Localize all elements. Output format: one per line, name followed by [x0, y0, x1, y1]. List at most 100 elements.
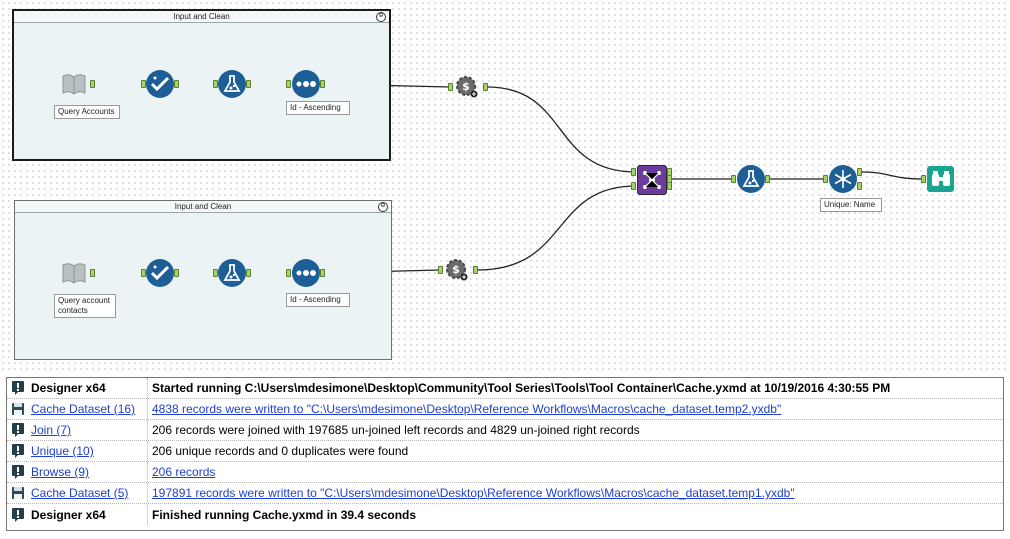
tool-annotation: Query Accounts: [54, 105, 120, 119]
output-anchor[interactable]: [90, 269, 95, 277]
input-anchor[interactable]: [286, 269, 291, 277]
input-anchor[interactable]: [823, 175, 828, 183]
log-message: Finished running Cache.yxmd in 39.4 seco…: [152, 507, 417, 522]
sort-tool[interactable]: [292, 259, 320, 287]
log-tool-name[interactable]: Unique (10): [29, 441, 148, 461]
log-tool-label: Designer x64: [31, 381, 106, 395]
input-anchor[interactable]: [921, 175, 926, 183]
log-tool-label[interactable]: Browse (9): [31, 465, 90, 479]
log-message: 206 records were joined with 197685 un-j…: [152, 423, 640, 437]
input-data-tool[interactable]: [60, 70, 88, 98]
input-anchor[interactable]: [448, 83, 453, 91]
output-anchor[interactable]: [90, 80, 95, 88]
unique-tool[interactable]: [829, 165, 857, 193]
log-tool-name: Designer x64: [29, 504, 148, 525]
join-input-right-anchor[interactable]: [631, 182, 636, 190]
workflow-canvas[interactable]: Input and Clean ⊖ Input and Clean ⊖ Quer…: [0, 0, 1010, 370]
save-icon: [7, 399, 29, 419]
log-tool-label: Designer x64: [31, 507, 106, 522]
log-message: 206 unique records and 0 duplicates were…: [152, 444, 409, 458]
tool-annotation: Unique: Name: [820, 198, 882, 212]
log-tool-name[interactable]: Cache Dataset (16): [29, 399, 148, 419]
wire: [861, 171, 924, 180]
container-title: Input and Clean: [173, 12, 230, 21]
output-anchor[interactable]: [765, 175, 770, 183]
output-anchor[interactable]: [246, 80, 251, 88]
snowflake-icon: [834, 170, 852, 188]
log-tool-label[interactable]: Unique (10): [31, 444, 94, 458]
log-tool-name[interactable]: Join (7): [29, 420, 148, 440]
sort-tool[interactable]: [292, 70, 320, 98]
warning-icon: [7, 420, 29, 440]
tool-annotation: Id - Ascending: [286, 101, 350, 115]
duplicate-output-anchor[interactable]: [857, 182, 862, 190]
cache-dataset-tool[interactable]: $: [445, 258, 469, 282]
flask-icon: [223, 75, 241, 92]
binoculars-icon: [931, 171, 950, 186]
cache-dataset-tool[interactable]: $: [455, 75, 479, 99]
join-input-left-anchor[interactable]: [631, 168, 636, 176]
wire: [476, 185, 637, 271]
log-message[interactable]: 4838 records were written to "C:\Users\m…: [152, 402, 782, 416]
output-anchor[interactable]: [320, 80, 325, 88]
select-tool[interactable]: [146, 259, 174, 287]
input-anchor[interactable]: [213, 80, 218, 88]
log-tool-label[interactable]: Cache Dataset (5): [31, 486, 129, 500]
save-icon: [7, 483, 29, 503]
formula-tool[interactable]: [218, 70, 246, 98]
formula-tool[interactable]: [218, 259, 246, 287]
browse-tool[interactable]: [927, 166, 954, 192]
input-anchor[interactable]: [438, 266, 443, 274]
log-tool-label[interactable]: Cache Dataset (16): [31, 402, 136, 416]
checkmark-icon: [150, 265, 170, 281]
output-anchor[interactable]: [667, 182, 672, 190]
collapse-button[interactable]: ⊖: [378, 202, 388, 212]
output-anchor[interactable]: [473, 266, 478, 274]
container-title: Input and Clean: [174, 202, 232, 211]
input-anchor[interactable]: [141, 80, 146, 88]
input-anchor[interactable]: [286, 80, 291, 88]
output-anchor[interactable]: [174, 269, 179, 277]
select-tool[interactable]: [146, 70, 174, 98]
log-message[interactable]: 206 records: [152, 465, 216, 479]
input-data-tool[interactable]: [60, 259, 88, 287]
log-tool-name[interactable]: Cache Dataset (5): [29, 483, 148, 503]
container-header: Input and Clean ⊖: [15, 201, 391, 213]
log-row[interactable]: Cache Dataset (5) 197891 records were wri…: [7, 483, 1003, 504]
warning-icon: [7, 505, 29, 525]
log-tool-name[interactable]: Browse (9): [29, 462, 148, 482]
warning-icon: [7, 441, 29, 461]
dots-icon: [296, 81, 316, 87]
formula-tool[interactable]: [737, 165, 765, 193]
input-anchor[interactable]: [141, 269, 146, 277]
log-row[interactable]: Browse (9) 206 records: [7, 462, 1003, 483]
book-icon: [62, 74, 86, 95]
flask-icon: [742, 170, 760, 187]
container-header: Input and Clean ⊖: [14, 11, 389, 23]
log-message[interactable]: 197891 records were written to "C:\Users…: [152, 486, 795, 500]
checkmark-icon: [150, 76, 170, 92]
log-row[interactable]: Join (7) 206 records were joined with 197…: [7, 420, 1003, 441]
log-row[interactable]: Designer x64 Finished running Cache.yxmd …: [7, 504, 1003, 525]
log-row[interactable]: Unique (10) 206 unique records and 0 dupl…: [7, 441, 1003, 462]
output-anchor[interactable]: [483, 83, 488, 91]
output-anchor[interactable]: [320, 269, 325, 277]
gear-dollar-icon: $: [446, 259, 468, 281]
input-anchor[interactable]: [731, 175, 736, 183]
output-anchor[interactable]: [174, 80, 179, 88]
output-anchor[interactable]: [246, 269, 251, 277]
flask-icon: [223, 264, 241, 281]
svg-text:$: $: [462, 80, 470, 93]
wire: [486, 86, 637, 173]
dots-icon: [296, 270, 316, 276]
log-tool-label[interactable]: Join (7): [31, 423, 72, 437]
collapse-button[interactable]: ⊖: [376, 12, 386, 22]
input-anchor[interactable]: [213, 269, 218, 277]
unique-output-anchor[interactable]: [857, 168, 862, 176]
tool-container-bottom[interactable]: Input and Clean ⊖: [14, 200, 392, 360]
log-row[interactable]: Cache Dataset (16) 4838 records were writ…: [7, 399, 1003, 420]
join-tool[interactable]: [637, 165, 667, 195]
tool-annotation: Id - Ascending: [286, 293, 350, 307]
